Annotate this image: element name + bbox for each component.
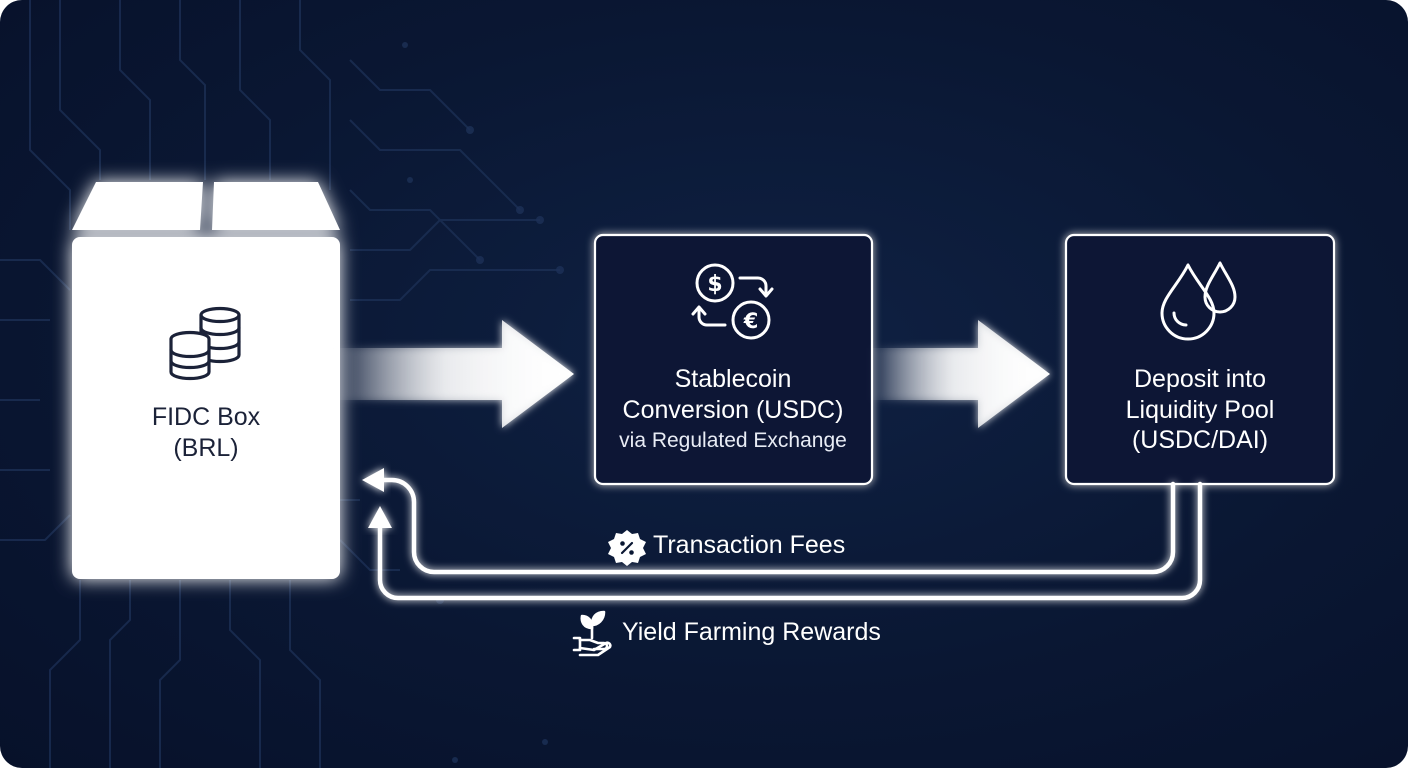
dollar-glyph: $	[707, 272, 722, 297]
fidc-box-body	[72, 237, 340, 579]
stablecoin-title: Stablecoin Conversion (USDC)	[596, 364, 870, 425]
percent-badge-icon	[608, 530, 646, 566]
stablecoin-title-line2: Conversion (USDC)	[622, 395, 844, 424]
circuit-nodes	[402, 42, 564, 763]
return-flows	[377, 477, 1203, 601]
fidc-label-line1: FIDC Box	[151, 403, 261, 431]
pool-label: Deposit into Liquidity Pool (USDC/DAI)	[1066, 364, 1334, 456]
stablecoin-subtitle: via Regulated Exchange	[619, 429, 847, 452]
fees-arrowhead	[362, 468, 384, 492]
currency-exchange-icon	[691, 263, 774, 340]
pool-label-line1: Deposit into	[1133, 365, 1267, 393]
fidc-box	[72, 182, 340, 579]
circuit-traces	[0, 0, 560, 768]
flow-arrow-to-pool	[873, 320, 1050, 428]
fidc-label: FIDC Box (BRL)	[72, 402, 340, 463]
coin-stacks-icon	[169, 306, 241, 381]
flow-arrow-to-stablecoin	[340, 320, 574, 428]
liquidity-drops-icon	[1160, 261, 1237, 341]
transaction-fees-label: Transaction Fees	[653, 531, 846, 559]
yield-farming-rewards-label: Yield Farming Rewards	[622, 618, 881, 646]
stablecoin-node	[593, 233, 874, 486]
euro-glyph: €	[743, 309, 759, 333]
yield-return-path	[377, 481, 1203, 601]
fidc-box-lid-right	[212, 182, 340, 230]
stablecoin-title-line1: Stablecoin	[674, 365, 792, 393]
fidc-box-lid-left	[72, 182, 203, 230]
hand-plant-icon	[572, 610, 612, 657]
pool-label-line3: (USDC/DAI)	[1131, 426, 1269, 454]
fidc-label-line2: (BRL)	[173, 433, 239, 462]
fees-return-path	[377, 477, 1176, 575]
yield-arrowhead	[368, 506, 392, 528]
pool-label-line2: Liquidity Pool	[1125, 395, 1275, 424]
